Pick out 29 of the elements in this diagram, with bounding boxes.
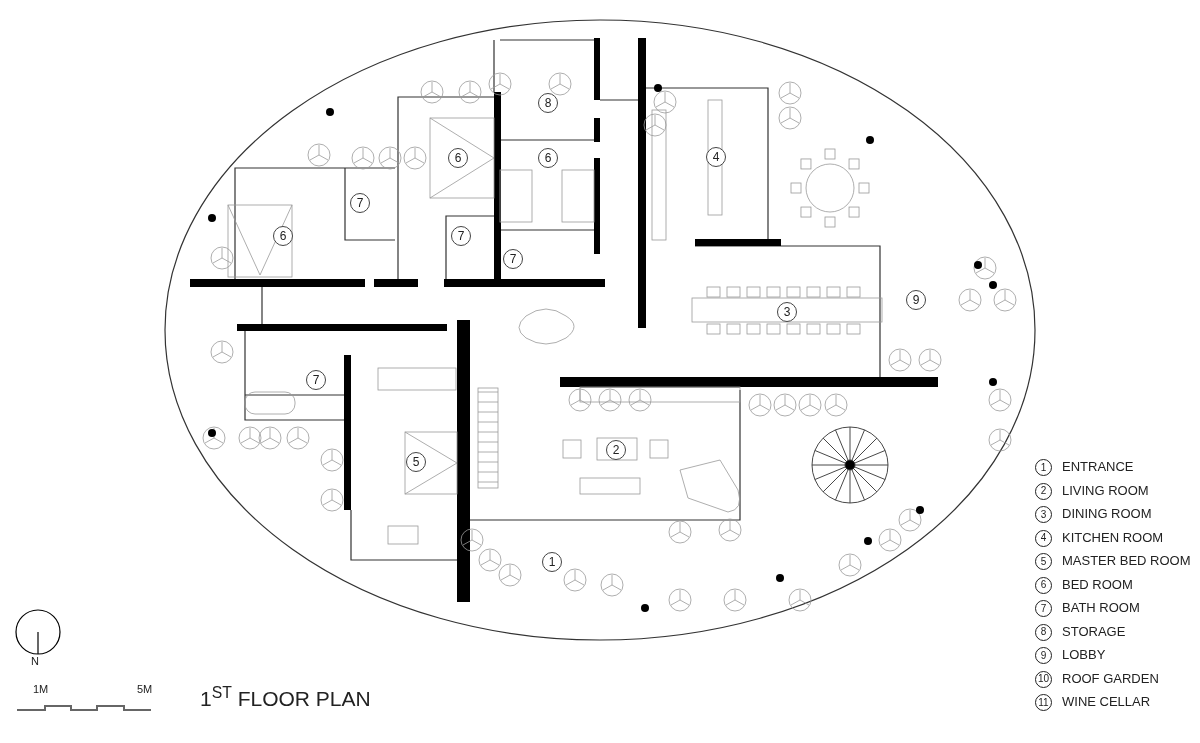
legend-text: KITCHEN ROOM <box>1062 530 1164 544</box>
north-label: N <box>31 656 39 667</box>
room-number: 7 <box>451 226 471 246</box>
room-number: 6 <box>273 226 293 246</box>
room-number: 3 <box>777 302 797 322</box>
legend-text: BED ROOM <box>1062 577 1133 591</box>
plan-title: 1$^{ST}$ FLOOR PLAN <box>200 688 371 709</box>
room-number: 7 <box>350 193 370 213</box>
room-number: 5 <box>406 452 426 472</box>
room-number: 1 <box>542 552 562 572</box>
room-number: 7 <box>306 370 326 390</box>
room-number: 6 <box>448 148 468 168</box>
room-number: 4 <box>706 147 726 167</box>
legend-text: DINING ROOM <box>1062 507 1152 520</box>
legend-text: ROOF GARDEN <box>1062 671 1159 685</box>
legend-text: BATH ROOM <box>1062 601 1140 614</box>
legend-text: WINE CELLAR <box>1062 695 1151 708</box>
legend-text: LIVING ROOM <box>1062 483 1149 497</box>
scale-label: 1M <box>33 684 49 695</box>
room-number: 7 <box>503 249 523 269</box>
legend-text: ENTRANCE <box>1062 460 1134 473</box>
room-number: 6 <box>538 148 558 168</box>
scale-label: 5M <box>137 684 153 695</box>
legend-text: STORAGE <box>1062 624 1126 638</box>
legend-text: MASTER BED ROOM <box>1062 554 1191 567</box>
legend-text: LOBBY <box>1062 648 1106 661</box>
room-number: 8 <box>538 93 558 113</box>
room-number: 2 <box>606 440 626 460</box>
room-number: 9 <box>906 290 926 310</box>
